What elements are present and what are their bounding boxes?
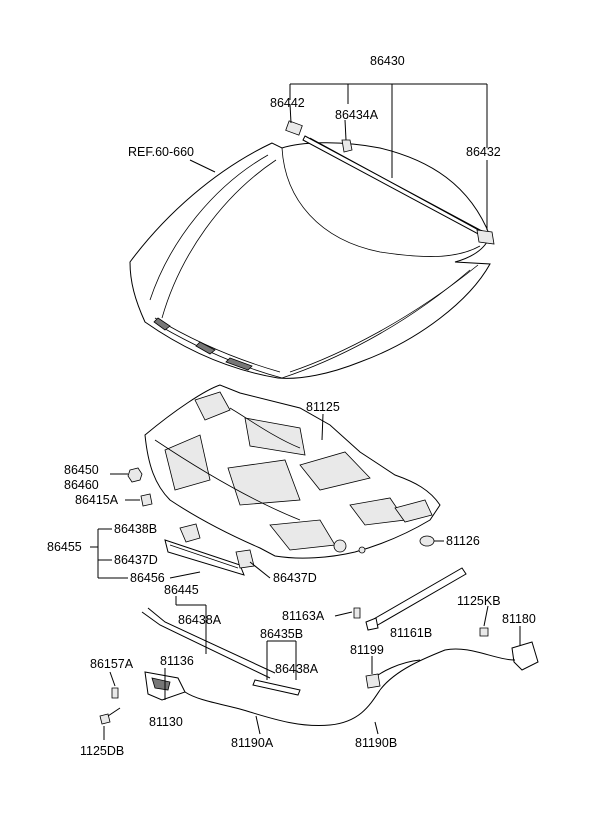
label-1125DB: 1125DB [80, 744, 124, 758]
clip-81126 [419, 535, 435, 547]
label-86437D-left: 86437D [114, 553, 158, 567]
label-1125KB: 1125KB [457, 594, 501, 608]
label-81136: 81136 [160, 654, 194, 668]
label-81190A: 81190A [231, 736, 274, 750]
label-81161B: 81161B [390, 626, 432, 640]
label-ref-60-660: REF.60-660 [128, 145, 194, 159]
bumper-86415A [140, 493, 153, 507]
latch-bracket [164, 523, 255, 576]
label-81125: 81125 [306, 400, 340, 414]
label-86437D-right: 86437D [273, 571, 317, 585]
weatherstrip-assembly [285, 120, 495, 245]
gas-strut [353, 567, 467, 631]
label-86438B: 86438B [114, 522, 157, 536]
cable-81190B [379, 648, 516, 691]
label-81190B: 81190B [355, 736, 397, 750]
label-81130: 81130 [149, 715, 183, 729]
label-86430: 86430 [370, 54, 405, 68]
seal-clip-86442 [285, 120, 303, 136]
release-handle [479, 627, 539, 671]
seal-end-86432 [476, 229, 495, 245]
label-86415A: 86415A [75, 493, 119, 507]
label-86432: 86432 [466, 145, 501, 159]
cable-81190A [184, 689, 381, 727]
label-86445: 86445 [164, 583, 199, 597]
leader-lines [90, 83, 521, 740]
label-86456: 86456 [130, 571, 165, 585]
label-81199: 81199 [350, 643, 384, 657]
label-86438A-lower: 86438A [275, 662, 319, 676]
release-rod [141, 607, 301, 696]
label-86438A-upper: 86438A [178, 613, 222, 627]
hood-panel [129, 142, 491, 379]
label-86450: 86450 [64, 463, 99, 477]
label-86435B: 86435B [260, 627, 303, 641]
label-81126: 81126 [446, 534, 480, 548]
hood-insulator [144, 384, 441, 559]
label-86157A: 86157A [90, 657, 134, 671]
label-86460: 86460 [64, 478, 99, 492]
label-81163A: 81163A [282, 609, 325, 623]
grommet-81199 [365, 673, 381, 689]
bumper-86450 [127, 467, 143, 483]
clip-86434A [341, 139, 353, 153]
label-86442: 86442 [270, 96, 305, 110]
label-81180: 81180 [502, 612, 536, 626]
label-86455: 86455 [47, 540, 82, 554]
label-86434A: 86434A [335, 108, 379, 122]
part-labels: 86430 86442 86434A 86432 REF.60-660 8112… [47, 54, 536, 758]
